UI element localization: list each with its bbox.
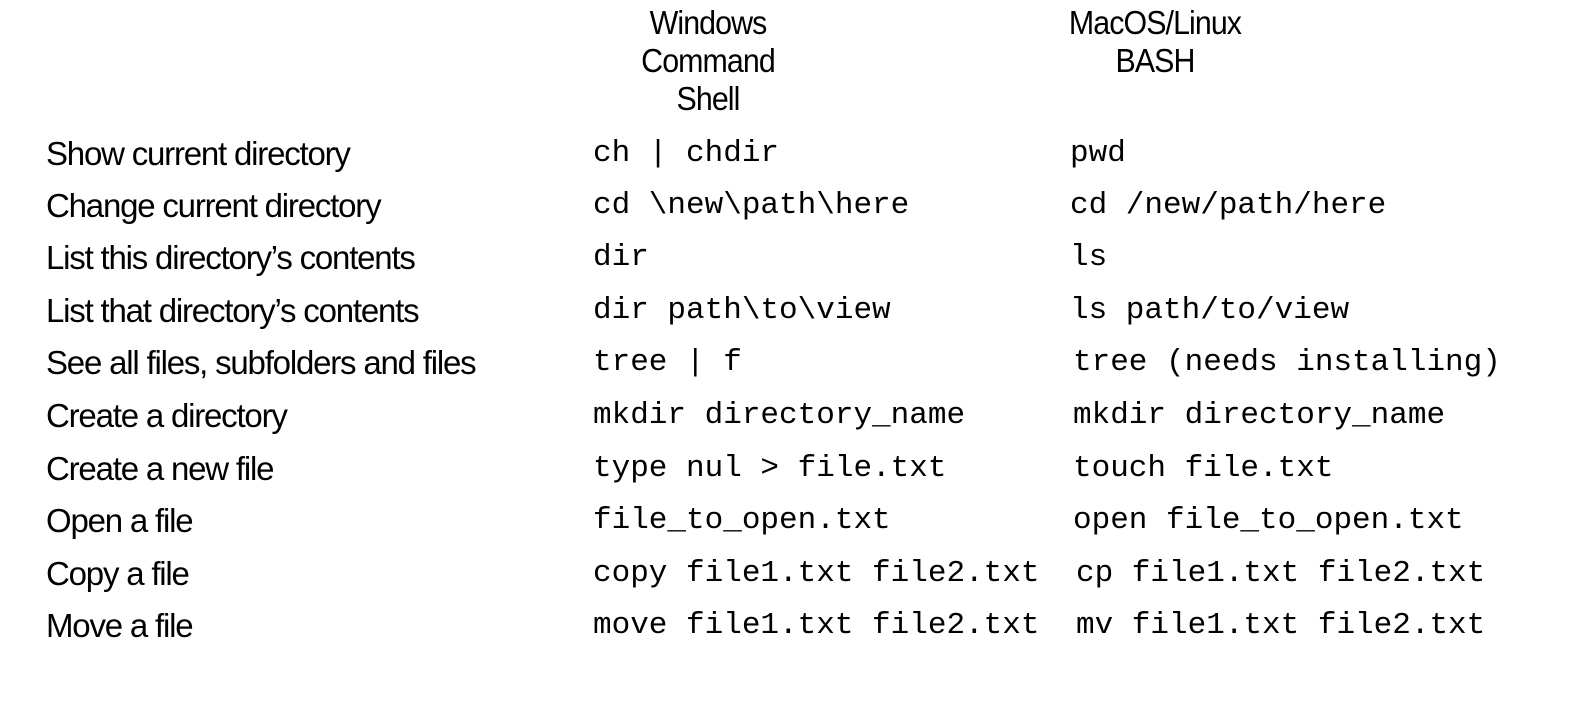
table-row: Show current directory ch | chdir pwd bbox=[0, 132, 1588, 185]
bash-command: mv file1.txt file2.txt bbox=[1076, 608, 1486, 643]
bash-header-line-2: BASH bbox=[1115, 42, 1195, 79]
windows-column-header: Windows Command Shell bbox=[607, 4, 809, 118]
table-row: Copy a file copy file1.txt file2.txt cp … bbox=[0, 552, 1588, 605]
bash-command: tree (needs installing) bbox=[1073, 345, 1501, 380]
task-label: Create a directory bbox=[46, 397, 288, 434]
task-label: Show current directory bbox=[46, 135, 351, 172]
windows-command: cd \new\path\here bbox=[593, 188, 910, 223]
table-row: See all files, subfolders and files tree… bbox=[0, 341, 1588, 394]
bash-command: cp file1.txt file2.txt bbox=[1076, 556, 1486, 591]
table-row: List that directory’s contents dir path\… bbox=[0, 289, 1588, 342]
windows-command: copy file1.txt file2.txt bbox=[593, 556, 1040, 591]
bash-command: ls path/to/view bbox=[1070, 293, 1350, 328]
windows-header-line-1: Windows bbox=[649, 4, 768, 41]
task-label: See all files, subfolders and files bbox=[46, 344, 477, 381]
task-label: Copy a file bbox=[46, 555, 190, 592]
windows-command: mkdir directory_name bbox=[593, 398, 966, 433]
task-label: Create a new file bbox=[46, 450, 274, 487]
bash-command: pwd bbox=[1070, 136, 1126, 171]
task-label: Move a file bbox=[46, 607, 194, 644]
bash-command: open file_to_open.txt bbox=[1073, 503, 1464, 538]
bash-command: ls bbox=[1070, 240, 1108, 275]
windows-command: ch | chdir bbox=[593, 136, 780, 171]
windows-command: type nul > file.txt bbox=[593, 451, 947, 486]
bash-command: cd /new/path/here bbox=[1070, 188, 1387, 223]
table-row: Open a file file_to_open.txt open file_t… bbox=[0, 499, 1588, 552]
task-label: Open a file bbox=[46, 502, 194, 539]
table-row: Move a file move file1.txt file2.txt mv … bbox=[0, 604, 1588, 657]
windows-header-line-2: Command Shell bbox=[641, 42, 776, 117]
bash-header-line-1: MacOS/Linux bbox=[1068, 4, 1242, 41]
bash-command: mkdir directory_name bbox=[1073, 398, 1446, 433]
task-label: List this directory’s contents bbox=[46, 239, 416, 276]
windows-command: dir bbox=[593, 240, 649, 275]
bash-column-header: MacOS/Linux BASH bbox=[1058, 4, 1251, 80]
table-row: Create a directory mkdir directory_name … bbox=[0, 394, 1588, 447]
windows-command: file_to_open.txt bbox=[593, 503, 891, 538]
task-label: List that directory’s contents bbox=[46, 292, 420, 329]
task-label: Change current directory bbox=[46, 187, 382, 224]
windows-command: move file1.txt file2.txt bbox=[593, 608, 1040, 643]
windows-command: dir path\to\view bbox=[593, 293, 891, 328]
bash-command: touch file.txt bbox=[1073, 451, 1334, 486]
table-row: Change current directory cd \new\path\he… bbox=[0, 184, 1588, 237]
table-row: List this directory’s contents dir ls bbox=[0, 236, 1588, 289]
table-row: Create a new file type nul > file.txt to… bbox=[0, 447, 1588, 500]
windows-command: tree | f bbox=[593, 345, 742, 380]
